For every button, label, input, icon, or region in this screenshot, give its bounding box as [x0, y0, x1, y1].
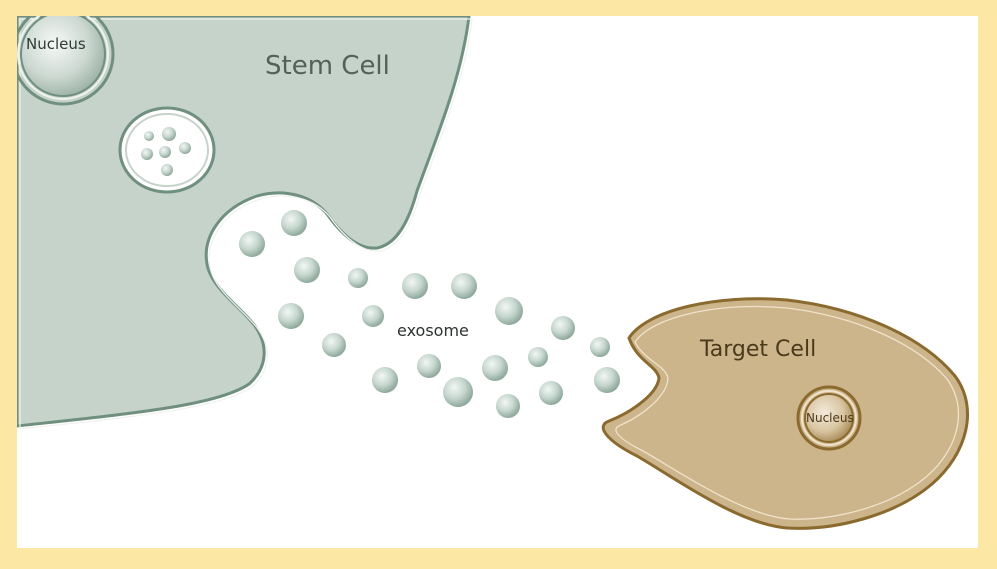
exosome-cluster: exosome	[239, 210, 620, 418]
intravesicular-exosome	[141, 148, 153, 160]
intravesicular-exosome	[161, 164, 173, 176]
intravesicular-exosome	[179, 142, 191, 154]
exosome-diagram: Nucleus Stem Cell	[17, 16, 969, 530]
exosome	[294, 257, 320, 283]
exosome	[539, 381, 563, 405]
exosome	[482, 355, 508, 381]
target-cell-nucleus-label: Nucleus	[806, 411, 854, 425]
target-cell-label: Target Cell	[699, 337, 816, 362]
target-cell-nucleus: Nucleus	[796, 385, 862, 451]
exosome	[281, 210, 307, 236]
exosome	[495, 297, 523, 325]
stem-cell-label: Stem Cell	[265, 51, 390, 81]
stem-cell-membrane	[17, 16, 471, 428]
multivesicular-body	[118, 106, 216, 194]
exosome	[362, 305, 384, 327]
target-cell: Nucleus Target Cell	[601, 297, 969, 530]
stem-cell-membrane-inner	[19, 18, 473, 430]
intravesicular-exosome	[162, 127, 176, 141]
exosome	[322, 333, 346, 357]
target-cell-membrane-inner	[615, 305, 960, 520]
stem-cell-nucleus: Nucleus	[17, 16, 115, 106]
target-cell-membrane	[601, 297, 969, 530]
intravesicular-exosome	[159, 146, 171, 158]
exosome	[417, 354, 441, 378]
exosome	[402, 273, 428, 299]
intravesicular-exosome	[144, 131, 154, 141]
exosome	[451, 273, 477, 299]
exosome	[551, 316, 575, 340]
exosome	[278, 303, 304, 329]
exosome	[590, 337, 610, 357]
exosome	[496, 394, 520, 418]
exosome-label: exosome	[397, 321, 469, 340]
exosome	[528, 347, 548, 367]
exosome	[239, 231, 265, 257]
exosome	[372, 367, 398, 393]
stem-cell-nucleus-label: Nucleus	[26, 35, 86, 53]
exosome	[594, 367, 620, 393]
stem-cell: Nucleus Stem Cell	[17, 16, 473, 430]
diagram-frame: Nucleus Stem Cell	[17, 16, 978, 548]
exosome	[348, 268, 368, 288]
exosome	[443, 377, 473, 407]
